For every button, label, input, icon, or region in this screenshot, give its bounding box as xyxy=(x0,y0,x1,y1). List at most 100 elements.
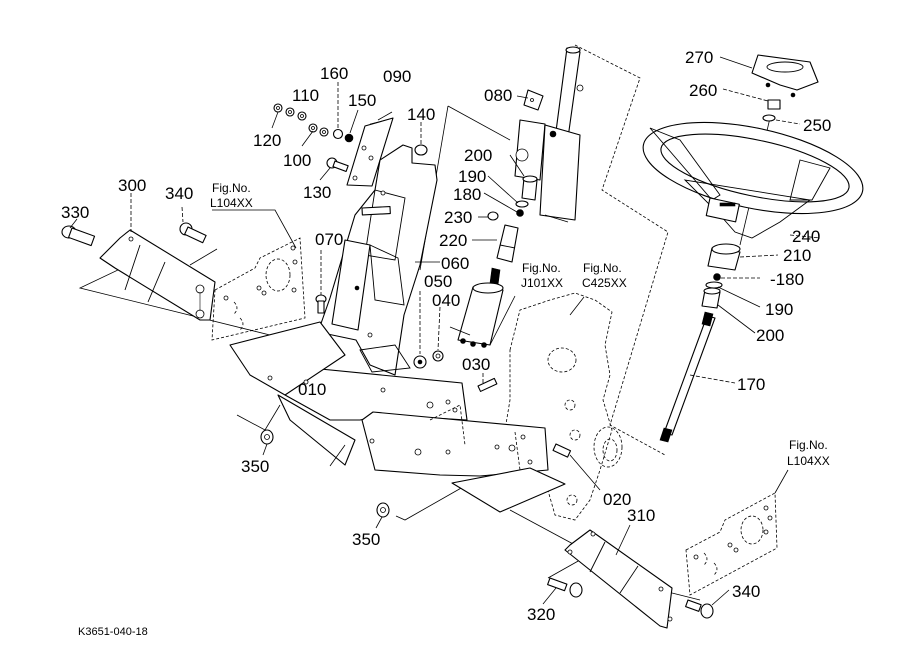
bolt-070 xyxy=(315,294,327,314)
callout-120: 120 xyxy=(253,131,281,150)
figref-c425-line2: C425XX xyxy=(582,276,627,290)
stud-030 xyxy=(477,377,498,392)
stud-020 xyxy=(552,443,572,458)
figref-l104-left: Fig.No. L104XX xyxy=(210,181,253,210)
callout-140: 140 xyxy=(407,105,435,124)
nut-040 xyxy=(432,350,444,362)
figref-l104-left-line1: Fig.No. xyxy=(212,181,251,195)
bushing-200-lower xyxy=(701,287,721,309)
bracket-300 xyxy=(99,229,216,321)
figref-j101-line2: J101XX xyxy=(521,276,563,290)
column-support-060 xyxy=(317,144,438,376)
steering-shaft-170 xyxy=(659,311,716,443)
steering-wheel-240 xyxy=(642,121,864,239)
plate-l104-right xyxy=(685,492,778,596)
callout-180-lower: -180 xyxy=(770,270,804,289)
nut-260 xyxy=(767,99,781,110)
callout-180-upper: 180 xyxy=(453,185,481,204)
figure-references: Fig.No. L104XX Fig.No. J101XX Fig.No. C4… xyxy=(210,181,830,468)
callout-040: 040 xyxy=(432,291,460,310)
assembly-line-340-left xyxy=(189,248,218,266)
washer-190-upper xyxy=(515,200,529,208)
callout-170: 170 xyxy=(737,375,765,394)
figref-j101-line1: Fig.No. xyxy=(522,261,561,275)
callout-labels: 010 020 030 040 050 060 070 080 090 100 … xyxy=(61,48,831,624)
steering-column-080 xyxy=(514,46,584,223)
figref-j101: Fig.No. J101XX xyxy=(521,261,563,290)
callout-320: 320 xyxy=(527,605,555,624)
nut-050 xyxy=(413,355,427,369)
assembly-line-column-to-shaft xyxy=(574,44,669,456)
assembly-line-310 xyxy=(509,509,576,546)
figref-l104-left-line2: L104XX xyxy=(210,196,253,210)
horn-cap-270 xyxy=(751,54,819,98)
bolt-340-right xyxy=(685,599,714,619)
callout-190-lower: 190 xyxy=(765,300,793,319)
collar-210 xyxy=(707,243,741,271)
assembly-line-350b xyxy=(395,482,471,521)
bracket-310 xyxy=(564,529,673,629)
callout-150: 150 xyxy=(348,91,376,110)
plate-l104-left xyxy=(211,237,306,341)
assembly-line-350a xyxy=(236,404,281,431)
callout-010: 010 xyxy=(298,380,326,399)
callout-190-upper: 190 xyxy=(458,167,486,186)
callout-080: 080 xyxy=(484,86,512,105)
bracket-090 xyxy=(346,117,394,187)
bushing-200-upper xyxy=(521,175,538,201)
drawing-number: K3651-040-18 xyxy=(78,626,148,638)
figref-l104-right-line1: Fig.No. xyxy=(789,438,828,452)
callout-330: 330 xyxy=(61,203,89,222)
figref-l104-right-line2: L104XX xyxy=(787,454,830,468)
callout-240: 240 xyxy=(792,227,820,246)
column-joint-parts xyxy=(487,175,538,286)
figref-c425: Fig.No. C425XX xyxy=(582,261,627,290)
bolt-340-left xyxy=(179,222,207,244)
callout-030: 030 xyxy=(462,355,490,374)
callout-250: 250 xyxy=(803,116,831,135)
bolt-230 xyxy=(487,211,499,221)
nut-350-lower xyxy=(376,502,390,518)
washer-250 xyxy=(762,114,776,122)
callout-220: 220 xyxy=(439,231,467,250)
callout-060: 060 xyxy=(441,254,469,273)
callout-200-lower: 200 xyxy=(756,326,784,345)
bolt-130 xyxy=(326,157,349,172)
callout-230: 230 xyxy=(444,208,472,227)
main-bracket-010 xyxy=(229,321,566,513)
assembly-line-320 xyxy=(547,559,581,579)
nut-180-lower xyxy=(713,273,721,281)
washers-nuts xyxy=(273,103,354,143)
callout-070: 070 xyxy=(315,230,343,249)
callout-160: 160 xyxy=(320,64,348,83)
callout-050: 050 xyxy=(424,272,452,291)
callout-350-upper: 350 xyxy=(241,457,269,476)
leader-lines xyxy=(69,56,821,606)
column-support-group xyxy=(273,103,444,376)
callout-200-upper: 200 xyxy=(464,146,492,165)
callout-130: 130 xyxy=(303,183,331,202)
callout-260: 260 xyxy=(689,81,717,100)
nut-180-upper xyxy=(516,209,524,217)
figref-c425-line1: Fig.No. xyxy=(583,261,622,275)
callout-110: 110 xyxy=(292,86,319,105)
spacer-140 xyxy=(414,144,428,156)
callout-310: 310 xyxy=(627,506,655,525)
callout-350-lower: 350 xyxy=(352,530,380,549)
assembly-line-140 xyxy=(447,105,511,141)
callout-020: 020 xyxy=(603,490,631,509)
washer-190-lower xyxy=(705,281,723,289)
callout-090: 090 xyxy=(383,67,411,86)
bolt-320 xyxy=(547,577,583,598)
callout-300: 300 xyxy=(118,176,146,195)
joint-220 xyxy=(489,224,519,286)
nut-350-upper xyxy=(260,429,274,445)
left-bracket-group xyxy=(61,222,306,341)
callout-210: 210 xyxy=(783,246,811,265)
callout-270: 270 xyxy=(685,48,713,67)
wheel-hub-parts xyxy=(701,243,741,309)
callout-340-left: 340 xyxy=(165,184,193,203)
callout-340-right: 340 xyxy=(732,582,760,601)
figref-l104-right: Fig.No. L104XX xyxy=(787,438,830,468)
